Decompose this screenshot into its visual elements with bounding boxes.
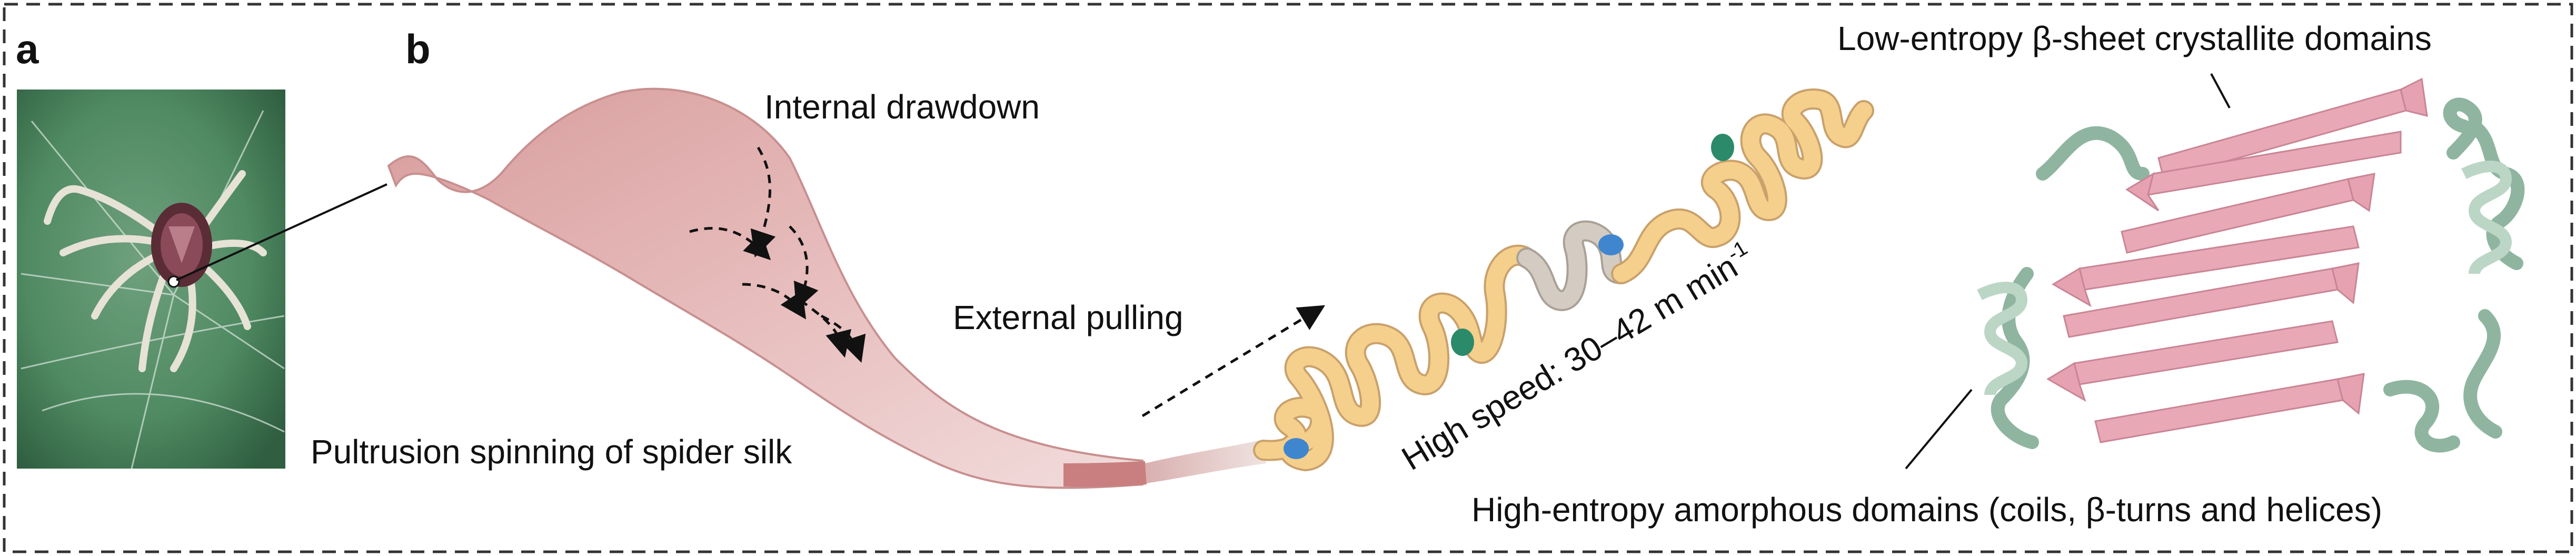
label-amorphous-domains: High-entropy amorphous domains (coils, β… [1471,491,2382,529]
leader-line-spider [176,183,387,281]
silk-fiber-tail [1145,440,1266,483]
internal-drawdown-arrows [689,146,866,363]
figure-border [3,3,2573,553]
beta-strands [2046,77,2428,443]
beta-sheet-structure [1977,77,2525,453]
caption-pultrusion: Pultrusion spinning of spider silk [311,433,792,471]
label-crystallite-domains: Low-entropy β-sheet crystallite domains [1837,19,2432,57]
label-external-pulling: External pulling [953,299,1183,336]
silk-gland [387,87,1143,489]
label-internal-drawdown: Internal drawdown [764,88,1040,126]
leader-line-amorphous [1905,389,1973,470]
spider-photo [17,90,285,469]
panel-a-label: a [16,26,39,72]
protein-chain [1253,88,1874,471]
chain-node-blue-2 [1598,234,1624,255]
spinning-duct [1063,461,1147,487]
chain-node-teal-1 [1451,329,1474,356]
panel-b-label: b [405,26,431,72]
external-pulling-arrow [1141,305,1326,418]
leader-line-crystallite [2210,73,2231,108]
chain-node-teal-2 [1711,134,1734,161]
chain-node-blue-1 [1284,438,1309,459]
